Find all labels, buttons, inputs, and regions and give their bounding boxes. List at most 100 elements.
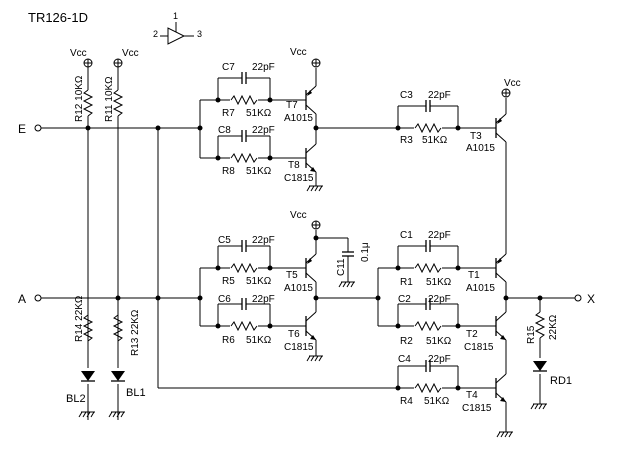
resistor-label: R1 — [400, 277, 413, 288]
resistor-value: 51KΩ — [246, 166, 272, 177]
resistor-r15 — [535, 311, 545, 339]
vcc-label: Vcc — [122, 48, 139, 59]
terminal-x[interactable] — [574, 294, 582, 302]
resistor-value: 51KΩ — [246, 276, 272, 287]
vcc-label: Vcc — [290, 47, 307, 58]
resistor-r11 — [113, 89, 123, 117]
transistor-part: C1815 — [284, 342, 314, 353]
resistor-value: 51KΩ — [426, 336, 452, 347]
terminal-a-label: A — [18, 292, 26, 306]
capacitor-label: C7 — [222, 62, 235, 73]
capacitor-value: 22pF — [252, 125, 275, 136]
transistor-part: C1815 — [464, 342, 494, 353]
ground-symbol — [338, 277, 356, 288]
resistor-label: R4 — [400, 396, 413, 407]
transistor-part: A1015 — [284, 283, 313, 294]
capacitor-c11 — [341, 251, 355, 257]
diagram-title: TR126-1D — [28, 10, 88, 25]
capacitor-label: C6 — [218, 294, 231, 305]
transistor-part: A1015 — [466, 283, 495, 294]
vcc-label: Vcc — [290, 210, 307, 221]
transistor-label: T3 — [470, 131, 482, 142]
resistor-label: R14 22KΩ — [74, 295, 85, 342]
resistor-label: R5 — [222, 276, 235, 287]
capacitor-value: 22pF — [428, 354, 451, 365]
vcc-symbol — [311, 220, 321, 230]
transistor-label: T8 — [288, 160, 300, 171]
resistor-label: R12 10KΩ — [74, 75, 85, 122]
resistor-label: R11 10KΩ — [104, 76, 115, 122]
capacitor-label: C3 — [400, 90, 413, 101]
ground-symbol — [530, 399, 548, 410]
transistor-part: C1815 — [462, 403, 492, 414]
capacitor-value: 22pF — [252, 235, 275, 246]
capacitor-c3 — [425, 99, 431, 113]
led-label: RD1 — [550, 375, 572, 387]
resistor-label: R8 — [222, 166, 235, 177]
resistor-value: 51KΩ — [246, 335, 272, 346]
capacitor-label: C2 — [398, 294, 411, 305]
transistor-t5 — [297, 253, 317, 283]
terminal-e[interactable] — [34, 124, 42, 132]
transistor-label: T2 — [466, 329, 478, 340]
transistor-label: T4 — [466, 390, 478, 401]
transistor-label: T5 — [286, 270, 298, 281]
resistor-value: 51KΩ — [422, 135, 448, 146]
capacitor-c5 — [241, 239, 247, 253]
resistor-value: 51KΩ — [424, 396, 450, 407]
transistor-label: T6 — [288, 329, 300, 340]
capacitor-value: 22pF — [428, 90, 451, 101]
capacitor-c7 — [241, 71, 247, 85]
resistor-value: 51KΩ — [426, 277, 452, 288]
pinout-legend: 1 2 3 — [153, 11, 202, 45]
vcc-symbol — [83, 58, 93, 68]
capacitor-label: C1 — [400, 230, 413, 241]
resistor-r12 — [83, 89, 93, 117]
transistor-t2 — [487, 311, 507, 341]
capacitor-label: C5 — [218, 235, 231, 246]
ground-symbol — [306, 351, 324, 362]
resistor-label: R13 22KΩ — [130, 309, 141, 356]
ground-symbol — [108, 407, 126, 418]
capacitor-value: 22pF — [252, 294, 275, 305]
vcc-symbol — [113, 58, 123, 68]
capacitor-value: 22pF — [428, 294, 451, 305]
terminal-x-label: X — [587, 292, 595, 306]
terminal-a[interactable] — [34, 294, 42, 302]
vcc-label: Vcc — [504, 78, 521, 89]
transistor-label: T1 — [468, 270, 480, 281]
capacitor-value: 22pF — [428, 230, 451, 241]
pin-label: 1 — [173, 11, 178, 21]
terminal-e-label: E — [18, 122, 26, 136]
transistor-part: C1815 — [284, 173, 314, 184]
pin-label: 2 — [153, 29, 158, 39]
capacitor-value: 22pF — [252, 62, 275, 73]
transistor-part: A1015 — [466, 143, 495, 154]
transistor-t6 — [297, 311, 317, 341]
ground-symbol — [496, 427, 514, 438]
capacitor-value: 0.1μ — [360, 242, 371, 262]
transistor-t3 — [487, 113, 507, 143]
ground-symbol — [78, 407, 96, 418]
transistor-t7 — [297, 85, 317, 115]
capacitor-c1 — [425, 239, 431, 253]
transistor-label: T7 — [286, 100, 298, 111]
vcc-symbol — [311, 58, 321, 68]
capacitor-label: C8 — [218, 125, 231, 136]
resistor-label: R7 — [222, 108, 235, 119]
transistor-t1 — [487, 253, 507, 283]
capacitor-c6 — [241, 297, 247, 311]
resistor-label: R2 — [400, 336, 413, 347]
transistor-part: A1015 — [284, 113, 313, 124]
transistor-t4 — [487, 373, 507, 403]
resistor-label: R6 — [222, 335, 235, 346]
transistor-t8 — [297, 143, 317, 173]
resistor-value: 22KΩ — [548, 314, 559, 340]
led-label: BL1 — [126, 387, 146, 399]
capacitor-c8 — [241, 129, 247, 143]
vcc-symbol — [501, 88, 511, 98]
pin-label: 3 — [197, 29, 202, 39]
capacitor-label: C4 — [398, 354, 411, 365]
resistor-label: R3 — [400, 135, 413, 146]
